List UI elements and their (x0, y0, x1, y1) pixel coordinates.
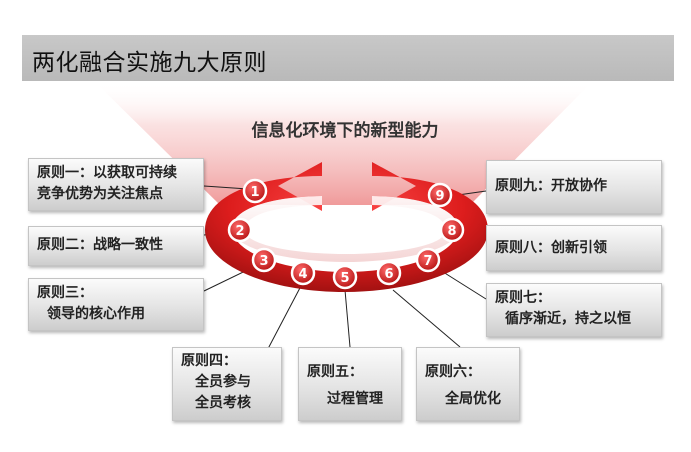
principle-box-9: 原则九：开放协作 (486, 160, 662, 214)
principle-7-line-1: 原则七： (495, 290, 551, 306)
principle-3-line-2: 领导的核心作用 (47, 306, 145, 322)
connector-line-1 (203, 185, 249, 190)
principle-8-line-1: 原则八：创新引领 (495, 240, 607, 256)
number-markers: 1 2 3 4 5 6 7 8 9 (227, 178, 465, 290)
marker-label-2: 2 (235, 224, 244, 239)
marker-6: 6 (376, 260, 402, 286)
marker-3: 3 (251, 247, 277, 273)
principle-5-line-1: 原则五： (307, 364, 363, 380)
title-bar: 两化融合实施九大原则 (22, 35, 674, 81)
principle-3-line-1: 原则三： (37, 285, 93, 301)
principle-2-line-1: 原则二：战略一致性 (37, 237, 163, 253)
marker-8: 8 (439, 217, 465, 243)
marker-label-3: 3 (259, 254, 268, 269)
principle-7-line-2: 循序渐近，持之以恒 (505, 311, 631, 327)
principle-box-3: 原则三： 领导的核心作用 (28, 278, 204, 331)
principle-box-2: 原则二：战略一致性 (28, 226, 204, 266)
principle-box-1: 原则一：以获取可持续 竞争优势为关注焦点 (28, 158, 204, 211)
marker-4: 4 (290, 260, 316, 286)
marker-label-6: 6 (384, 267, 393, 282)
principle-5-line-2: 过程管理 (327, 391, 383, 407)
principle-9-line-1: 原则九：开放协作 (495, 178, 607, 194)
principle-4-line-1: 原则四： (181, 353, 237, 369)
marker-label-8: 8 (447, 224, 456, 239)
principle-1-line-1: 原则一：以获取可持续 (37, 165, 177, 181)
principle-6-line-2: 全局优化 (445, 391, 501, 407)
principle-box-7: 原则七： 循序渐近，持之以恒 (486, 283, 662, 337)
marker-5: 5 (332, 264, 358, 290)
marker-label-5: 5 (340, 271, 349, 286)
marker-7: 7 (415, 247, 441, 273)
principle-box-5: 原则五： 过程管理 (298, 347, 402, 421)
marker-9: 9 (427, 182, 453, 208)
page-title: 两化融合实施九大原则 (32, 50, 267, 76)
principle-box-4: 原则四： 全员参与 全员考核 (172, 347, 282, 421)
connector-line-5 (344, 289, 351, 348)
glow-cone (95, 82, 592, 205)
marker-label-4: 4 (298, 267, 307, 282)
connector-line-6 (392, 289, 461, 348)
diagram-subtitle: 信息化环境下的新型能力 (251, 121, 439, 141)
principle-1-line-2: 竞争优势为关注焦点 (37, 186, 163, 202)
marker-2: 2 (227, 217, 253, 243)
marker-label-7: 7 (423, 254, 432, 269)
principle-box-8: 原则八：创新引领 (486, 225, 662, 271)
principle-6-line-1: 原则六： (425, 364, 481, 380)
marker-label-1: 1 (250, 185, 259, 200)
principle-4-line-3: 全员考核 (195, 395, 251, 411)
principle-box-6: 原则六： 全局优化 (416, 347, 520, 421)
marker-1: 1 (242, 178, 268, 204)
ring (205, 162, 488, 292)
principle-4-line-2: 全员参与 (195, 374, 251, 390)
ring-body (205, 162, 488, 292)
marker-label-9: 9 (435, 189, 444, 204)
